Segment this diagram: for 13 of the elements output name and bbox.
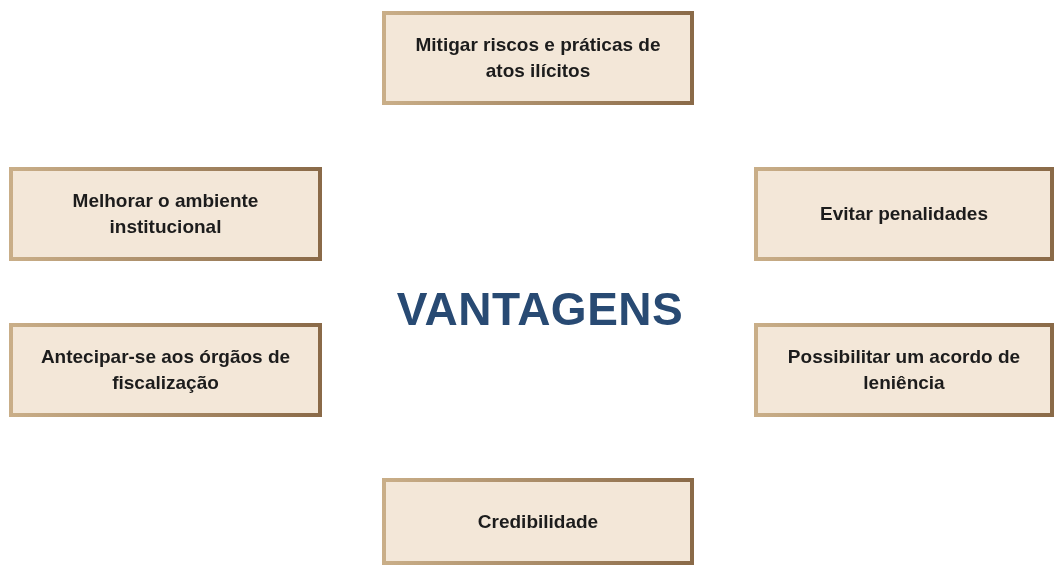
box-label: Evitar penalidades	[820, 202, 988, 227]
advantage-box	[382, 11, 694, 105]
box-label: Melhorar o ambiente institucional	[71, 189, 260, 239]
advantage-box	[9, 167, 322, 261]
advantage-box	[754, 323, 1054, 417]
box-label: Mitigar riscos e práticas de atos ilícitos	[414, 33, 662, 83]
advantage-box	[9, 323, 322, 417]
box-label: Antecipar-se aos órgãos de fiscalização	[39, 345, 292, 395]
diagram-title: VANTAGENS	[395, 282, 685, 336]
box-label: Possibilitar um acordo de leniência	[786, 345, 1022, 395]
advantage-box	[382, 478, 694, 565]
box-label: Credibilidade	[477, 509, 599, 534]
advantage-box	[754, 167, 1054, 261]
